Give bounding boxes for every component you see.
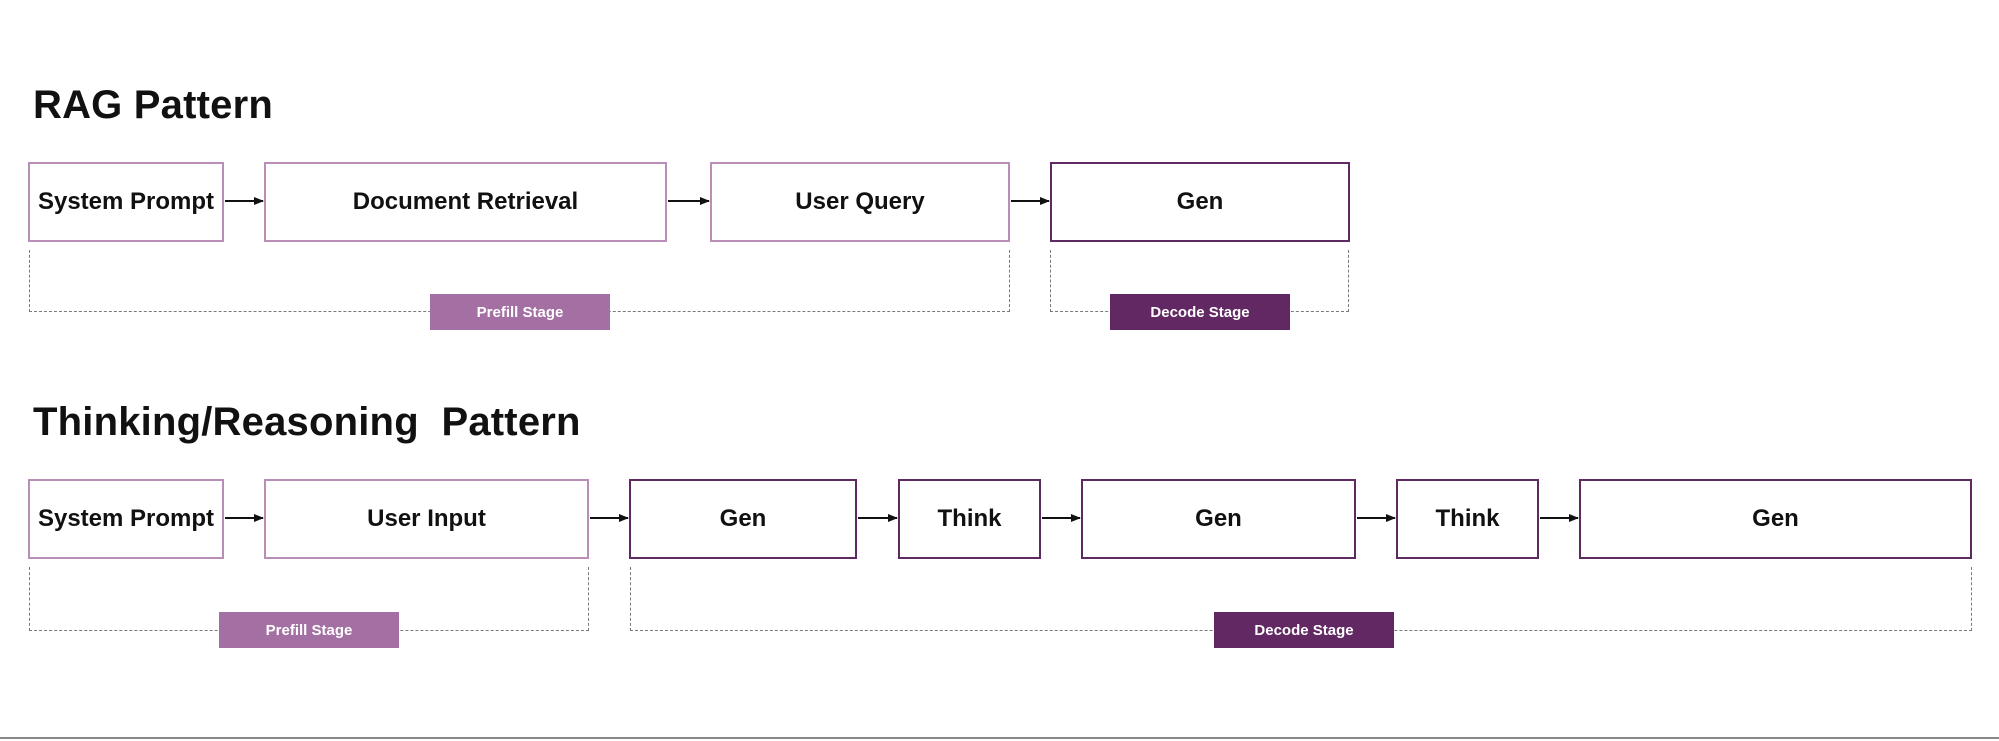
thinking-prefill-stage-badge: Prefill Stage	[219, 612, 399, 648]
rag-decode-stage-badge: Decode Stage	[1110, 294, 1290, 330]
thinking-step-think-2: Think	[1396, 479, 1539, 559]
thinking-step-gen-3: Gen	[1579, 479, 1972, 559]
thinking-step-gen-2: Gen	[1081, 479, 1356, 559]
rag-step-system-prompt: System Prompt	[28, 162, 224, 242]
rag-step-user-query: User Query	[710, 162, 1010, 242]
rag-pattern-title: RAG Pattern	[33, 83, 274, 127]
thinking-step-think-1: Think	[898, 479, 1041, 559]
thinking-decode-stage-badge: Decode Stage	[1214, 612, 1394, 648]
thinking-step-user-input: User Input	[264, 479, 589, 559]
rag-step-gen: Gen	[1050, 162, 1350, 242]
thinking-pattern-title: Thinking/Reasoning Pattern	[33, 400, 581, 444]
thinking-step-gen-1: Gen	[629, 479, 857, 559]
rag-step-document-retrieval: Document Retrieval	[264, 162, 667, 242]
thinking-step-system-prompt: System Prompt	[28, 479, 224, 559]
bottom-divider	[0, 737, 1999, 739]
rag-prefill-stage-badge: Prefill Stage	[430, 294, 610, 330]
